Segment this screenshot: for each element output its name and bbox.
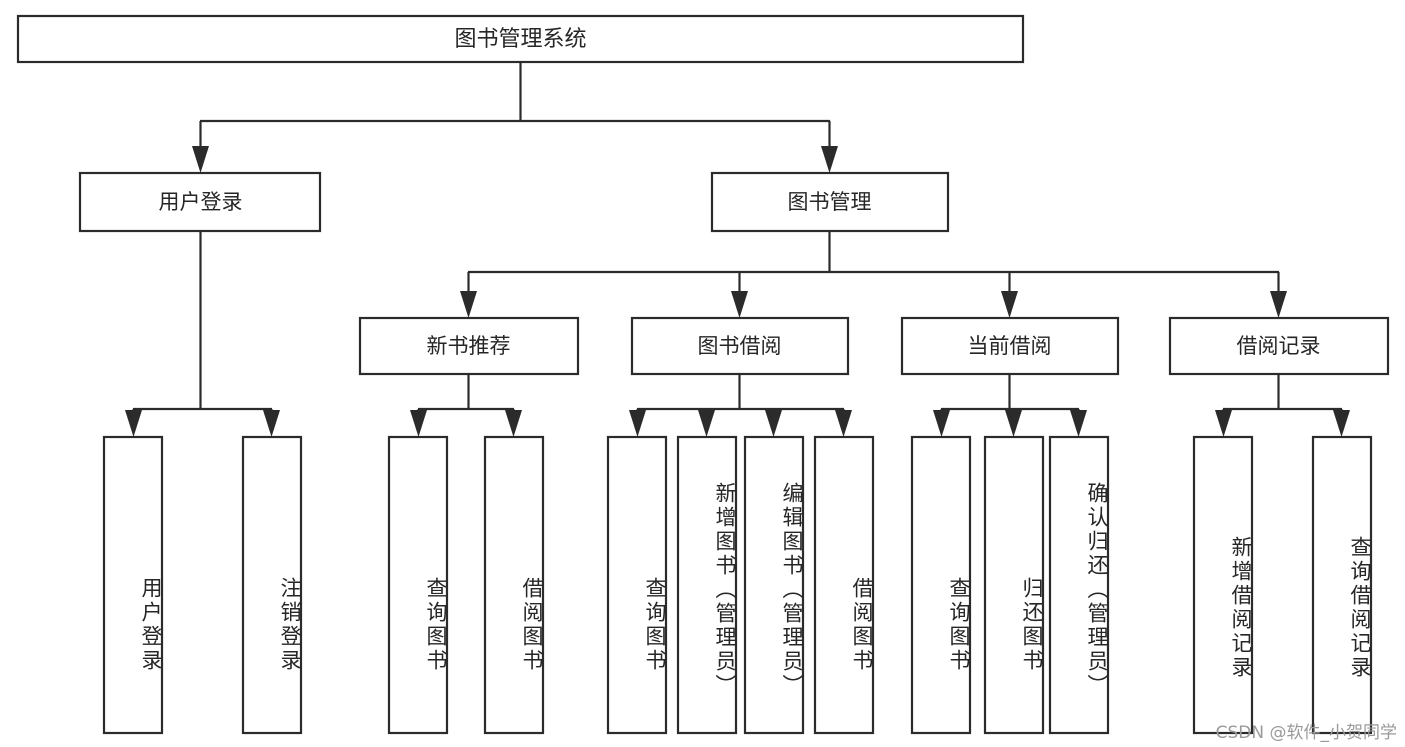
arrow-head-user-login [192, 146, 209, 173]
arrow-head-book-borrow [731, 291, 748, 318]
leaf-logout-login-rect[interactable] [241, 435, 303, 735]
leaf-return-books-rect[interactable] [983, 435, 1045, 735]
arrow-head-current-borrow [1001, 291, 1018, 318]
node-book-manage[interactable]: 图书管理 [710, 171, 950, 233]
node-book-borrow-label: 图书借阅 [698, 334, 782, 358]
node-book-manage-rect [710, 171, 950, 233]
arrow-head-leaf-query-borrow-record [1333, 410, 1350, 437]
node-user-login[interactable]: 用户登录 [78, 171, 322, 233]
arrow-head-leaf-add-book-admin [698, 410, 715, 437]
arrow-head-leaf-logout-login [263, 410, 280, 437]
node-root-rect [16, 14, 1025, 64]
node-book-manage-label: 图书管理 [788, 190, 872, 214]
arrow-head-book-manage [821, 146, 838, 173]
arrow-head-leaf-borrow-books-recommend [505, 410, 522, 437]
leaf-borrow-books-rect[interactable] [813, 435, 875, 735]
connector-group-user-login-to-leaves [125, 231, 280, 437]
node-user-login-rect [78, 171, 322, 233]
connector-group-new-book-recommend-to-leaves [410, 374, 522, 437]
node-root[interactable]: 图书管理系统 [16, 14, 1025, 64]
leaf-node-boxes [102, 435, 1373, 735]
arrow-head-leaf-user-login [125, 410, 142, 437]
connector-group-borrow-records-to-leaves [1215, 374, 1350, 437]
node-new-book-recommend-rect [358, 316, 580, 376]
arrow-head-borrow-records [1270, 291, 1287, 318]
leaf-query-books-recommend-rect[interactable] [387, 435, 449, 735]
arrow-head-leaf-return-books [1005, 410, 1022, 437]
leaf-query-books-current-rect[interactable] [910, 435, 972, 735]
arrow-head-leaf-edit-book-admin [765, 410, 782, 437]
arrow-head-leaf-query-books-current [933, 410, 950, 437]
csdn-watermark: CSDN @软件_小贺同学 [1215, 723, 1397, 743]
leaf-edit-book-admin-rect[interactable] [743, 435, 805, 735]
node-user-login-label: 用户登录 [159, 190, 243, 214]
leaf-query-borrow-record-rect[interactable] [1311, 435, 1373, 735]
node-new-book-recommend-label: 新书推荐 [427, 334, 511, 358]
node-current-borrow-rect [900, 316, 1120, 376]
node-current-borrow[interactable]: 当前借阅 [900, 316, 1120, 376]
arrow-head-leaf-confirm-return-admin [1070, 410, 1087, 437]
leaf-query-books-borrow-rect[interactable] [606, 435, 668, 735]
arrow-head-new-book-recommend [460, 291, 477, 318]
node-borrow-records[interactable]: 借阅记录 [1168, 316, 1390, 376]
node-borrow-records-label: 借阅记录 [1237, 334, 1321, 358]
leaf-add-book-admin-rect[interactable] [676, 435, 738, 735]
node-book-borrow-rect [630, 316, 850, 376]
node-root-label: 图书管理系统 [454, 27, 586, 52]
leaf-confirm-return-admin-rect[interactable] [1048, 435, 1110, 735]
arrow-head-leaf-borrow-books [835, 410, 852, 437]
node-current-borrow-label: 当前借阅 [968, 334, 1052, 358]
connector-group-book-manage-to-level2 [460, 231, 1287, 318]
arrow-head-leaf-add-borrow-record [1215, 410, 1232, 437]
arrow-head-leaf-query-books-borrow [629, 410, 646, 437]
node-book-borrow[interactable]: 图书借阅 [630, 316, 850, 376]
leaf-add-borrow-record-rect[interactable] [1192, 435, 1254, 735]
connector-group-current-borrow-to-leaves [933, 374, 1087, 437]
arrow-head-leaf-query-books-recommend [410, 410, 427, 437]
connector-group-book-borrow-to-leaves [629, 374, 852, 437]
connector-group-root-to-level1 [192, 62, 838, 173]
leaf-user-login-rect[interactable] [102, 435, 164, 735]
node-new-book-recommend[interactable]: 新书推荐 [358, 316, 580, 376]
node-borrow-records-rect [1168, 316, 1390, 376]
leaf-borrow-books-recommend-rect[interactable] [483, 435, 545, 735]
